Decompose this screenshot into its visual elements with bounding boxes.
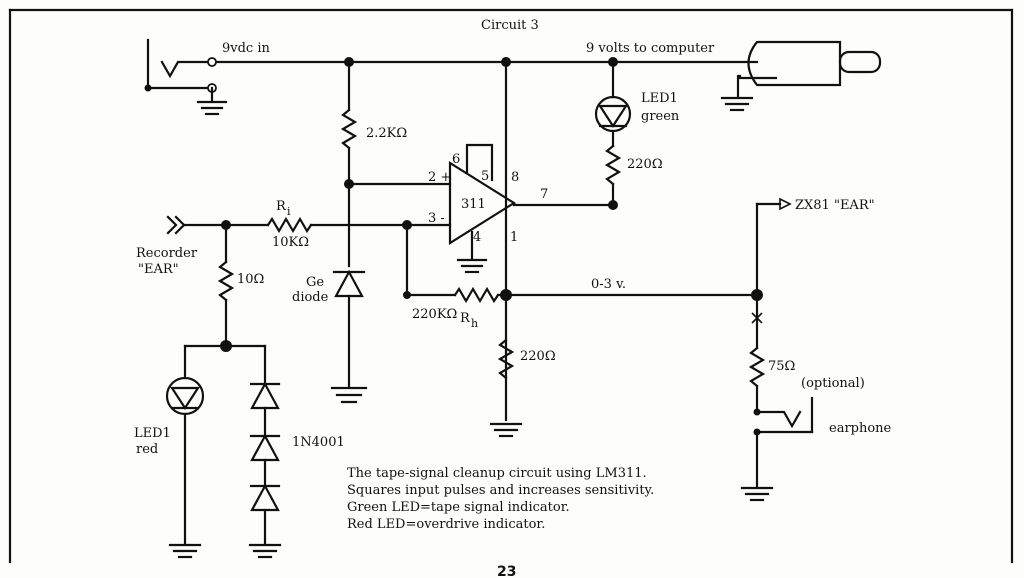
label-ri: R xyxy=(276,199,287,214)
label-pin-8: 8 xyxy=(511,170,519,185)
label-optional: (optional) xyxy=(801,376,865,391)
caption-line-2: Squares input pulses and increases sensi… xyxy=(347,483,654,498)
power-output-plug xyxy=(736,40,882,98)
resistor-rh-220k xyxy=(405,223,759,304)
power-input-jack xyxy=(144,38,217,102)
red-led xyxy=(165,344,205,545)
label-zx81-ear: ZX81 "EAR" xyxy=(795,198,875,213)
lm311-comparator xyxy=(448,143,517,260)
resistor-ri-10k xyxy=(266,216,452,234)
zx81-ear-output xyxy=(755,197,792,297)
ground-symbol xyxy=(248,543,282,559)
resistor-220-output xyxy=(497,338,515,380)
label-0-3v: 0-3 v. xyxy=(591,277,626,292)
ground-symbol xyxy=(489,422,523,438)
label-ic-311: 311 xyxy=(461,197,486,212)
label-recorder-ear: "EAR" xyxy=(138,262,179,277)
label-ri-sub: i xyxy=(287,205,291,218)
label-9v-to-computer: 9 volts to computer xyxy=(586,41,715,56)
label-recorder: Recorder xyxy=(136,246,198,261)
label-led1-red: LED1 xyxy=(134,426,171,441)
resistor-220-led xyxy=(604,144,622,207)
junction-dot xyxy=(403,291,411,299)
ground-symbol xyxy=(196,100,228,116)
label-1n4001: 1N4001 xyxy=(292,435,345,450)
label-earphone: earphone xyxy=(829,421,892,436)
label-pin-6: 6 xyxy=(452,152,460,167)
resistor-2-2k xyxy=(340,60,358,268)
label-10-ohm: 10Ω xyxy=(237,272,264,287)
label-red: red xyxy=(136,442,158,457)
caption-line-3: Green LED=tape signal indicator. xyxy=(347,500,570,515)
caption-line-1: The tape-signal cleanup circuit using LM… xyxy=(347,466,647,481)
earphone-jack xyxy=(753,396,814,488)
diode-string-1n4001 xyxy=(249,344,281,545)
label-9vdc-in: 9vdc in xyxy=(222,41,271,56)
label-2-2k: 2.2KΩ xyxy=(366,126,407,141)
label-pin-3: 3 - xyxy=(428,211,445,226)
caption-line-4: Red LED=overdrive indicator. xyxy=(347,517,545,532)
label-pin-1: 1 xyxy=(510,230,518,245)
ground-symbol xyxy=(456,258,488,274)
frame xyxy=(8,8,1014,564)
label-rh: R xyxy=(460,311,471,326)
label-pin-7: 7 xyxy=(540,187,548,202)
label-75: 75Ω xyxy=(768,359,795,374)
resistor-75-optional xyxy=(748,293,766,414)
label-10k: 10KΩ xyxy=(272,235,309,250)
label-220-output: 220Ω xyxy=(520,349,556,364)
recorder-ear-input xyxy=(166,215,270,235)
junction-dot xyxy=(500,289,512,301)
ge-diode xyxy=(332,269,366,388)
ground-symbol xyxy=(720,96,754,112)
label-pin-2: 2 + xyxy=(428,170,451,185)
label-led1-green: LED1 xyxy=(641,91,678,106)
resistor-10 xyxy=(217,223,235,348)
label-rh-sub: h xyxy=(471,317,478,330)
green-led xyxy=(594,60,632,148)
label-pin-5: 5 xyxy=(481,169,489,184)
label-220k: 220KΩ xyxy=(412,307,457,322)
ground-symbol xyxy=(740,486,774,502)
diagram-title: Circuit 3 xyxy=(481,18,539,33)
label-diode: diode xyxy=(292,290,329,305)
label-pin-4: 4 xyxy=(473,230,481,245)
ground-symbol xyxy=(330,386,368,404)
label-220-led: 220Ω xyxy=(627,157,663,172)
label-ge: Ge xyxy=(306,275,324,290)
page-number: 23 xyxy=(497,564,516,578)
label-green: green xyxy=(641,109,680,124)
ground-symbol xyxy=(168,543,202,559)
